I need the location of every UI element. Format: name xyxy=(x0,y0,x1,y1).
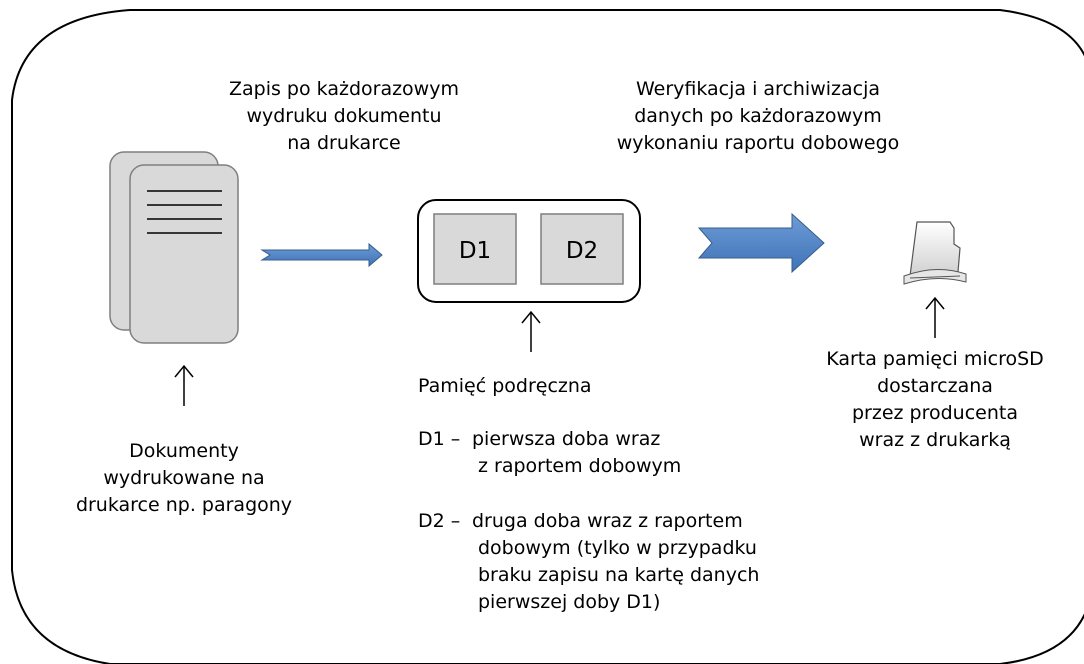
up-arrow-icon xyxy=(174,364,194,406)
card-caption-line: Karta pamięci microSD xyxy=(826,348,1044,370)
arrow-to-card xyxy=(697,212,825,274)
legend-d2-text: druga doba wraz z raportem dobowym (tylk… xyxy=(472,508,759,616)
write-description: Zapis po każdorazowym wydruku dokumentu … xyxy=(196,76,492,157)
card-caption: Karta pamięci microSD dostarczana przez … xyxy=(790,346,1080,454)
memory-block-d1 xyxy=(433,213,517,285)
legend-d1-text: pierwsza doba wraz z raportem dobowym xyxy=(472,426,681,480)
documents-caption-line: drukarce np. paragony xyxy=(75,494,293,516)
legend-d1-line: pierwsza doba wraz xyxy=(472,428,661,450)
legend-d1-line: z raportem dobowym xyxy=(478,455,682,477)
up-arrow-icon xyxy=(925,296,945,338)
arrow-to-memory xyxy=(260,242,383,268)
legend-d2-line: dobowym (tylko w przypadku xyxy=(478,537,757,559)
card-caption-line: wraz z drukarką xyxy=(859,429,1011,451)
archive-description-line: danych po każdorazowym xyxy=(634,105,882,127)
memory-caption: Pamięć podręczna xyxy=(418,375,592,397)
card-caption-line: przez producenta xyxy=(852,402,1018,424)
documents-caption: Dokumenty wydrukowane na drukarce np. pa… xyxy=(74,438,294,519)
memory-block-d2-label: D2 xyxy=(565,238,599,264)
write-description-line: Zapis po każdorazowym xyxy=(229,78,459,100)
document-stack-icon xyxy=(109,151,239,344)
documents-caption-line: Dokumenty xyxy=(129,440,239,462)
documents-caption-line: wydrukowane na xyxy=(103,467,265,489)
legend-d2-line: pierwszej doby D1) xyxy=(478,591,661,613)
card-caption-line: dostarczana xyxy=(877,375,993,397)
write-description-line: wydruku dokumentu xyxy=(246,105,442,127)
microsd-card-icon xyxy=(903,221,967,285)
write-description-line: na drukarce xyxy=(287,132,401,154)
legend-d2-line: braku zapisu na kartę danych xyxy=(478,564,760,586)
memory-block-d1-label: D1 xyxy=(458,238,492,264)
archive-description: Weryfikacja i archiwizacja danych po każ… xyxy=(588,76,928,157)
legend-d1-key: D1 – xyxy=(418,428,461,450)
legend-d2-line: druga doba wraz z raportem xyxy=(472,510,743,532)
legend-d2-key: D2 – xyxy=(418,510,461,532)
archive-description-line: wykonaniu raportu dobowego xyxy=(616,132,900,154)
memory-block-d2 xyxy=(540,213,624,285)
archive-description-line: Weryfikacja i archiwizacja xyxy=(635,78,881,100)
up-arrow-icon xyxy=(521,310,541,352)
